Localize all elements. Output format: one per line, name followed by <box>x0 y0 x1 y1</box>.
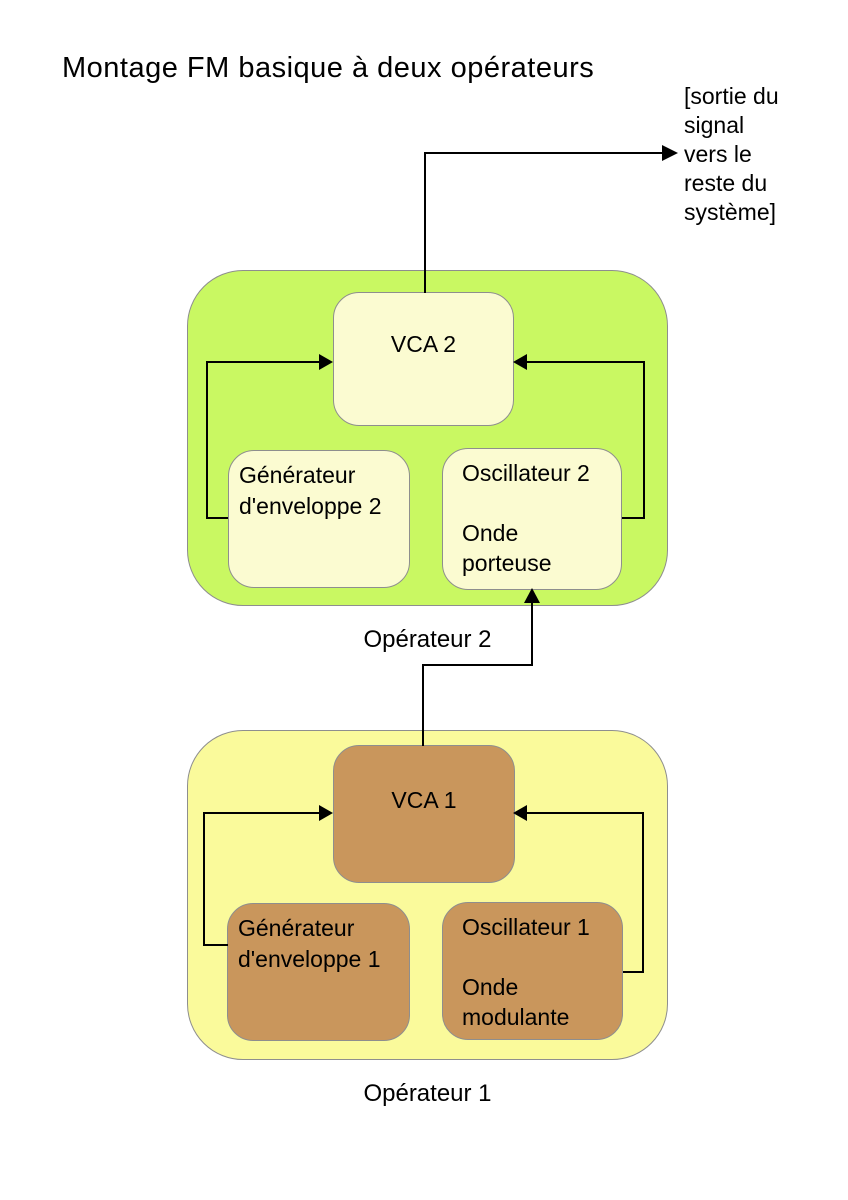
oscillator-1-box: Oscillateur 1 Onde modulante <box>442 902 623 1040</box>
envelope-generator-1-box: Générateur d'enveloppe 1 <box>227 903 410 1041</box>
vca-2-box: VCA 2 <box>333 292 514 426</box>
oscillator-2-box: Oscillateur 2 Onde porteuse <box>442 448 622 590</box>
signal-output-note: [sortie du signal vers le reste du systè… <box>684 83 779 225</box>
vca-1-box: VCA 1 <box>333 745 515 883</box>
diagram-title: Montage FM basique à deux opérateurs <box>62 52 595 84</box>
envelope-generator-2-box: Générateur d'enveloppe 2 <box>228 450 410 588</box>
operator-2-label: Opérateur 2 <box>363 626 492 653</box>
arrowhead-right-icon <box>662 145 678 161</box>
operator-1-label: Opérateur 1 <box>363 1080 492 1107</box>
vca1-to-oscillator2-connector <box>422 588 540 746</box>
